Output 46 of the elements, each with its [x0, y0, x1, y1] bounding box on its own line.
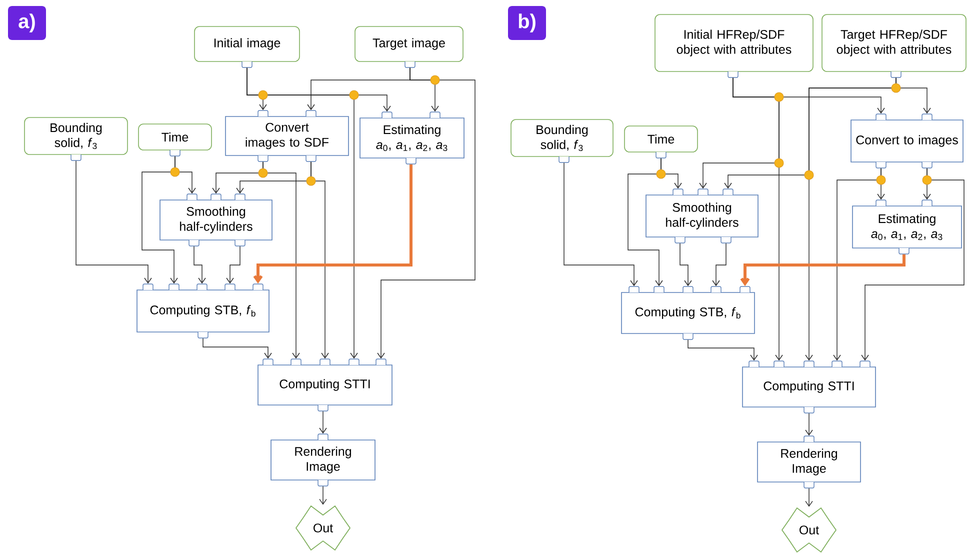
process-box: Convert images to SDF	[225, 110, 349, 162]
arrow	[688, 340, 758, 361]
input-box: Time	[624, 126, 698, 158]
process-box: Computing STTI	[742, 360, 876, 414]
arrow	[732, 78, 783, 361]
input-box: Initial HFRep/SDF object with attributes	[654, 14, 814, 78]
arrow	[740, 254, 906, 286]
process-box: Estimating a$_{0}$, a$_{1}$, a$_{2}$, a$_{3}$	[360, 112, 464, 164]
process-box: Smoothing half-cylinders	[646, 188, 758, 244]
input-box: Target HFRep/SDF object with attributes	[822, 14, 966, 78]
input-box: Time	[138, 124, 212, 156]
arrow	[680, 243, 692, 286]
arrow	[246, 68, 358, 359]
arrow	[861, 168, 964, 361]
input-box: Target image	[354, 26, 464, 68]
process-box: Rendering Image	[757, 436, 861, 488]
process-box: Computing STTI	[258, 358, 392, 412]
arrow	[564, 162, 638, 286]
arrow	[310, 162, 329, 359]
process-box: Computing STB, f$_{b}$	[136, 284, 270, 338]
process-box: Computing STB, f$_{b}$	[621, 286, 755, 340]
arrow	[833, 168, 882, 361]
arrow	[194, 246, 206, 284]
arrow	[805, 78, 896, 361]
input-box: Initial image	[194, 26, 300, 68]
arrow	[712, 243, 726, 286]
process-box: Convert to images	[850, 114, 964, 168]
arrow	[628, 158, 663, 286]
arrow	[805, 413, 813, 436]
arrow	[319, 486, 327, 505]
input-box: Bounding solid, f$_{3}$	[24, 117, 128, 161]
process-box: Estimating a$_{0}$, a$_{1}$, a$_{2}$, a$_{3}$	[852, 200, 962, 254]
arrow	[226, 246, 240, 284]
process-box: Rendering Image	[270, 434, 376, 486]
arrow	[202, 338, 272, 359]
arrow	[253, 164, 412, 284]
arrow	[262, 162, 300, 359]
process-box: Smoothing half-cylinders	[160, 194, 272, 246]
arrow	[377, 68, 476, 359]
panel-badge: b)	[508, 6, 546, 40]
input-box: Bounding solid, f$_{3}$	[510, 119, 614, 163]
arrow	[319, 411, 327, 434]
panel-badge: a)	[8, 6, 46, 40]
arrow	[76, 160, 152, 284]
arrow	[142, 156, 178, 284]
arrow	[805, 488, 813, 507]
